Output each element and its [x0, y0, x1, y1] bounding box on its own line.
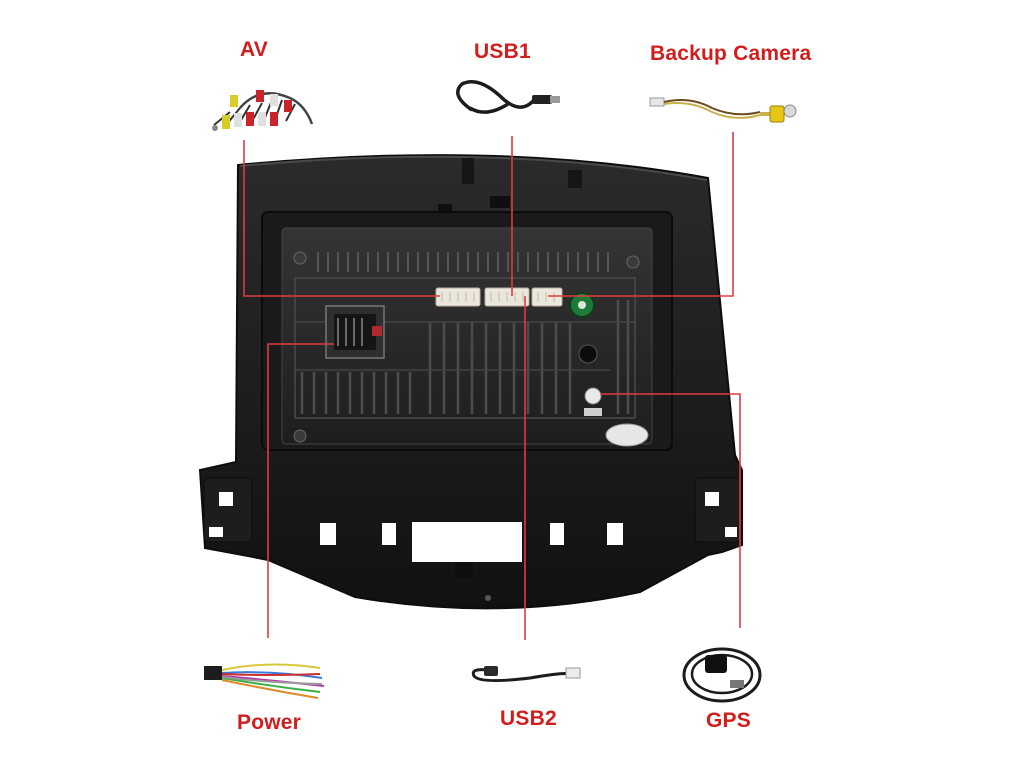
leader-line-av: [243, 140, 440, 297]
label-usb2: USB2: [500, 707, 557, 730]
av-harness-cable-icon: [212, 90, 314, 131]
label-usb1: USB1: [474, 40, 531, 63]
heatsink-fins-lower: [300, 300, 630, 414]
head-unit: [198, 154, 743, 610]
gps-antenna-icon: [682, 647, 762, 703]
gps-port: [584, 387, 602, 405]
rca-camera-cable-icon: [649, 97, 797, 123]
mounting-ear-right: [694, 477, 742, 543]
antenna-port: [569, 292, 595, 318]
lower-cutouts: [320, 522, 623, 601]
label-av: AV: [240, 38, 269, 61]
heatsink-fins-top: [317, 252, 609, 272]
power-harness-icon: [204, 663, 325, 699]
harness-connectors: [435, 287, 563, 307]
qc-sticker: [605, 423, 649, 447]
usb-cable-icon: [471, 666, 581, 683]
leader-line-gps: [600, 393, 741, 628]
leader-lines: [243, 132, 741, 640]
label-gps: GPS: [706, 709, 751, 732]
usb-cable-icon: [456, 80, 560, 114]
leader-line-backup-camera: [548, 132, 734, 297]
label-backup-camera: Backup Camera: [650, 42, 812, 65]
radio-back-panel: [261, 211, 673, 451]
mounting-ear-left: [203, 477, 253, 543]
label-power: Power: [237, 711, 302, 734]
mic-port: [578, 344, 598, 364]
power-socket: [325, 305, 385, 359]
leader-line-power: [267, 343, 334, 638]
